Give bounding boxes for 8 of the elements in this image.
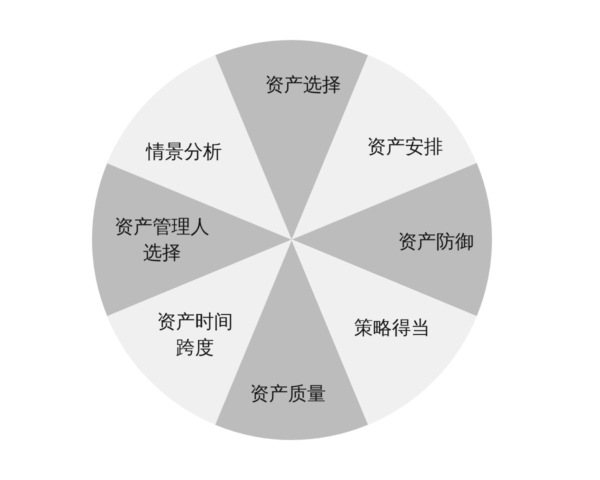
slice-label: 策略得当 bbox=[353, 316, 431, 341]
slice-label: 资产选择 bbox=[264, 73, 342, 98]
slice-label: 情景分析 bbox=[144, 140, 223, 165]
slice-label: 资产质量 bbox=[248, 382, 327, 407]
slice-label: 资产防御 bbox=[397, 230, 475, 255]
slice-label: 资产安排 bbox=[366, 134, 444, 160]
slice-label: 资产时间跨度 bbox=[156, 310, 234, 361]
slice-label: 资产管理人选择 bbox=[114, 214, 210, 266]
